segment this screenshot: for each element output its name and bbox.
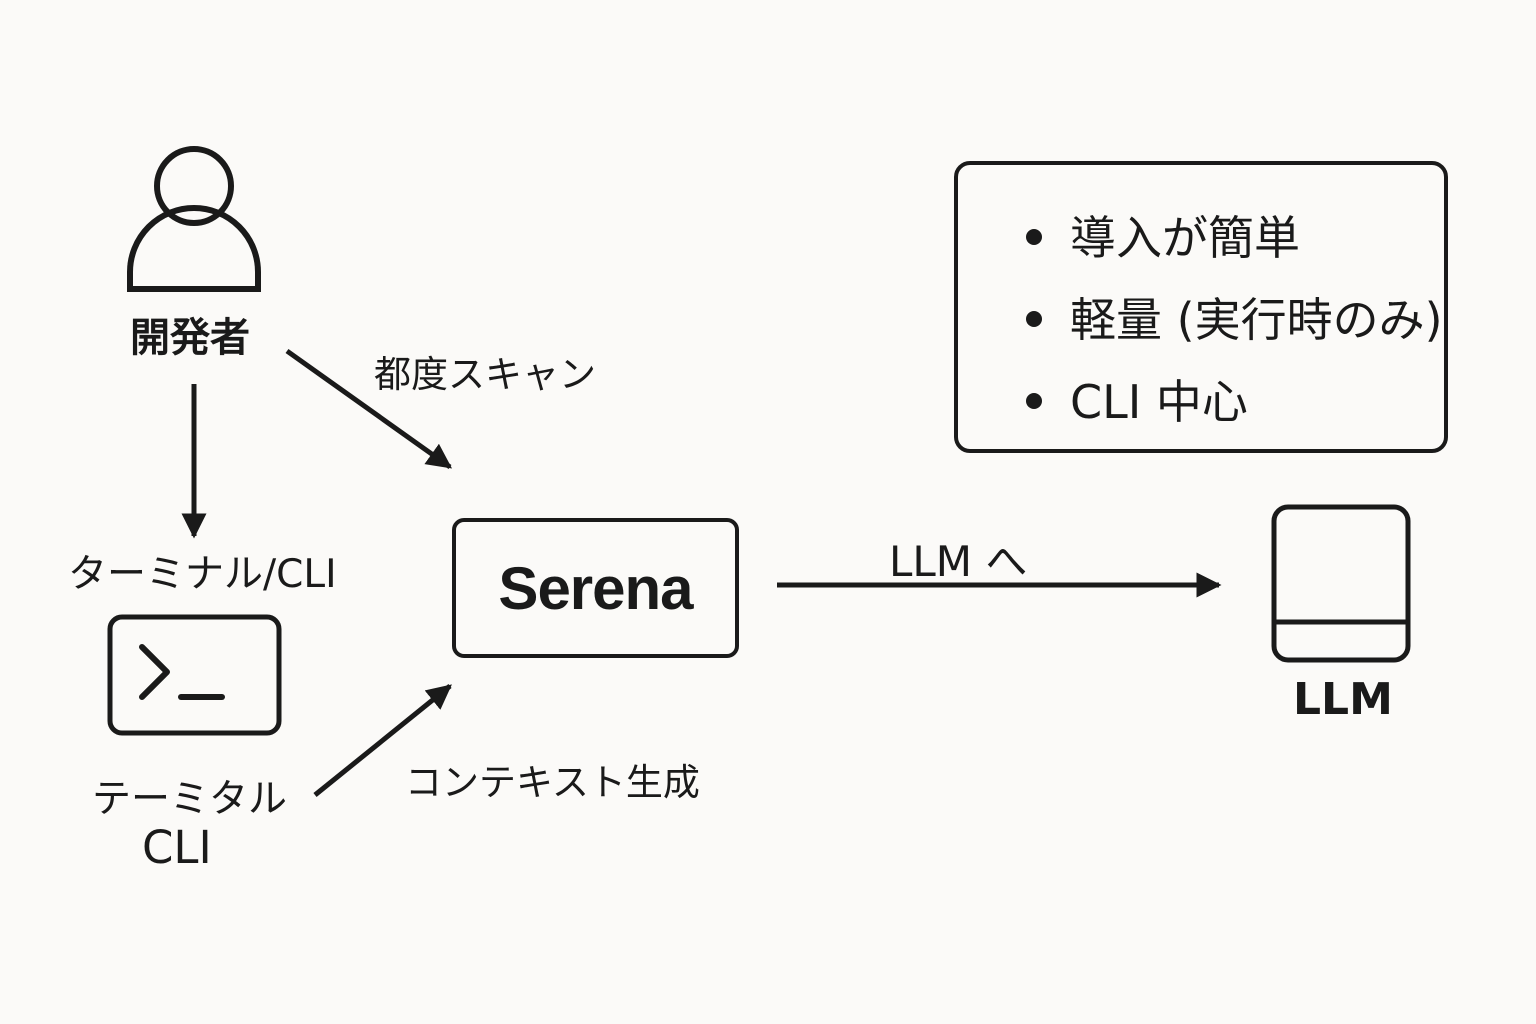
feature-list: 導入が簡単 軽量 (実行時のみ) CLI 中心 xyxy=(1026,197,1443,443)
list-item: 導入が簡単 xyxy=(1026,197,1443,279)
llm-label: LLM xyxy=(1293,674,1393,725)
context-edge-label: コンテキスト生成 xyxy=(405,761,700,804)
scan-edge-label: 都度スキャン xyxy=(374,353,596,396)
list-item: 軽量 (実行時のみ) xyxy=(1026,279,1443,361)
serena-node: Serena xyxy=(452,518,739,658)
serena-label: Serena xyxy=(498,554,693,622)
to-llm-edge-label: LLM へ xyxy=(889,537,1028,586)
bullet-icon xyxy=(1026,393,1042,409)
feature-text: 軽量 (実行時のみ) xyxy=(1070,293,1443,347)
developer-label: 開発者 xyxy=(130,315,250,361)
terminal-label-bottom-line1: テーミタル xyxy=(92,777,288,822)
feature-text: CLI 中心 xyxy=(1070,375,1248,429)
bullet-icon xyxy=(1026,311,1042,327)
person-icon xyxy=(127,146,261,292)
feature-text: 導入が簡単 xyxy=(1070,211,1300,265)
terminal-label-top: ターミナル/CLI xyxy=(68,552,337,597)
list-item: CLI 中心 xyxy=(1026,361,1443,443)
arrow-terminal-to-serena xyxy=(313,684,452,797)
arrow-developer-to-serena xyxy=(285,348,453,470)
terminal-label-bottom-line2: CLI xyxy=(142,821,212,874)
feature-box: 導入が簡単 軽量 (実行時のみ) CLI 中心 xyxy=(954,161,1448,453)
terminal-prompt-icon xyxy=(107,614,282,736)
bullet-icon xyxy=(1026,229,1042,245)
llm-device-icon xyxy=(1271,504,1411,663)
